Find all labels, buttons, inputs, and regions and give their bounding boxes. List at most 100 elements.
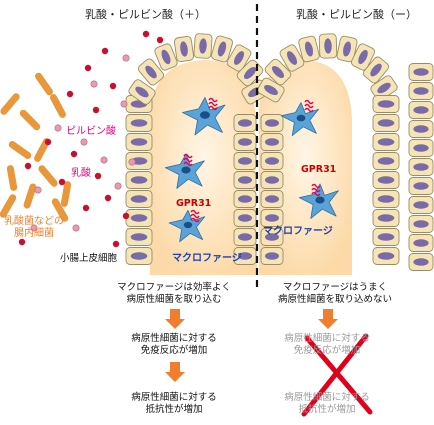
epithelial-cell-right-inner <box>260 152 284 170</box>
lactate-molecule <box>24 162 32 170</box>
lactate-molecule <box>122 212 130 220</box>
epithelial-cell-nucleus <box>413 258 429 266</box>
epithelial-cell-right-outer <box>372 209 400 227</box>
gpr31-wave <box>190 217 200 223</box>
epithelial-cell-nucleus <box>413 125 429 133</box>
epithelial-cell-nucleus <box>130 252 148 260</box>
epithelial-cell-nucleus <box>130 138 148 146</box>
epithelial-cell-right-arch <box>370 75 398 101</box>
epithelial-cell-nucleus <box>130 195 148 203</box>
epithelial-cell-nucleus <box>413 220 429 228</box>
epithelial-cell-right-arch <box>279 44 305 72</box>
left-step2-line2: 免疫反応が増加 <box>140 345 208 356</box>
left-step1: マクロファージは効率よく 病原性細菌を取り込む <box>109 282 239 306</box>
epithelial-cell-right-arch <box>336 35 358 63</box>
right-step2-line2: 免疫反応が増加 <box>293 345 361 356</box>
pyruvate-molecule <box>114 182 122 190</box>
epithelial-cell-left-outer <box>125 228 153 246</box>
epithelial-cell-nucleus <box>130 119 148 127</box>
bacterium-rod <box>23 183 37 209</box>
gpr31-marker-left-1 <box>208 97 218 111</box>
cross-stroke-1 <box>304 335 373 415</box>
epithelial-cell-right-outer <box>372 190 400 208</box>
right-step3: 病原性細菌に対する 抵抗性が増加 <box>262 392 392 416</box>
bacteria-label-line2: 腸内細菌 <box>14 228 54 239</box>
left-step2-line1: 病原性細菌に対する <box>131 333 217 344</box>
bacterium-rod <box>6 165 18 191</box>
epithelial-cell-nucleus <box>413 68 429 76</box>
epithelial-cell-left-inner <box>233 133 257 151</box>
epithelial-cell-left-outer <box>125 114 153 132</box>
epithelial-cell-right-outer <box>372 171 400 189</box>
lactate-molecule <box>156 36 164 44</box>
title-right: 乳酸・ピルビン酸（ー） <box>296 8 417 21</box>
gpr31-wave <box>208 97 218 103</box>
epithelial-cell-nucleus <box>413 239 429 247</box>
right-step2-line1: 病原性細菌に対する <box>284 333 370 344</box>
epithelial-cell-nucleus <box>264 119 280 127</box>
bacterium-rod <box>51 198 69 222</box>
epithelial-cell-nucleus <box>264 157 280 165</box>
epithelial-cell-right-outer <box>372 114 400 132</box>
lactate-molecule <box>18 238 26 246</box>
right-step3-line2: 抵抗性が増加 <box>298 404 356 415</box>
epithelial-cell-nucleus <box>304 41 314 57</box>
pyruvate-molecule <box>90 80 98 88</box>
epithelial-cell-left-inner <box>233 190 257 208</box>
lactate-molecule <box>109 82 117 90</box>
lactate-molecule <box>82 204 90 212</box>
epithelial-cell-nucleus <box>217 41 227 57</box>
gpr31-marker-left-3 <box>190 209 200 223</box>
epithelial-cell-nucleus <box>135 86 149 98</box>
epithelial-cell-right-outer <box>372 228 400 246</box>
epithelial-cell-left-inner <box>233 171 257 189</box>
gpr31-wave <box>183 153 193 159</box>
pyruvate-molecule <box>100 156 108 164</box>
epithelial-cell-nucleus <box>237 214 253 222</box>
lactate-molecule <box>101 47 109 55</box>
epithelial-cell-nucleus <box>237 157 253 165</box>
epithelial-cell-left-outer <box>125 133 153 151</box>
epithelial-cell-far-right <box>408 177 434 195</box>
epithelial-cell-nucleus <box>161 49 171 65</box>
left-arrow-2 <box>165 362 185 384</box>
epithelial-cell-nucleus <box>237 233 253 241</box>
epithelial-cell-far-right <box>408 139 434 157</box>
left-step3: 病原性細菌に対する 抵抗性が増加 <box>109 392 239 416</box>
bacterium-rod <box>35 72 53 96</box>
macrophage-right-2 <box>298 183 339 219</box>
epithelial-cell-nucleus <box>264 176 280 184</box>
epithelial-cell-right-outer <box>372 152 400 170</box>
cross-stroke-2 <box>301 333 369 417</box>
epithelial-cell-nucleus <box>358 49 368 65</box>
epithelial-cell-nucleus <box>413 106 429 114</box>
macrophage-left-3 <box>168 209 206 243</box>
epithelial-cell-right-outer <box>372 247 400 265</box>
pyruvate-molecule <box>34 186 42 194</box>
epithelial-cell-far-right <box>408 253 434 271</box>
bacterium-rod <box>50 94 66 118</box>
epithelial-cell-left-outer <box>125 209 153 227</box>
epithelial-cell-right-inner <box>260 209 284 227</box>
bacterium-rod <box>60 181 72 207</box>
gpr31-label-right: GPR31 <box>301 164 337 175</box>
right-step1-line2: 病原性細菌を取り込めない <box>277 294 392 305</box>
epithelial-cell-right-inner <box>260 114 284 132</box>
macrophage-left-1 <box>182 97 226 136</box>
bacterium-rod <box>19 109 41 131</box>
epithelial-cell-nucleus <box>199 38 207 54</box>
epithelial-cell-left-outer <box>125 190 153 208</box>
epithelial-cell-nucleus <box>286 51 298 65</box>
macrophage-nucleus <box>200 111 210 119</box>
macrophage-nucleus <box>296 114 306 122</box>
epithelial-cell-right-inner <box>260 247 284 265</box>
epithelial-cell-nucleus <box>377 119 395 127</box>
epithelial-cell-nucleus <box>377 233 395 241</box>
bacterium-rod <box>0 93 20 115</box>
epithelial-cell-right-arch <box>350 43 376 71</box>
epithelial-cell-nucleus <box>343 41 351 57</box>
epithelial-cell-nucleus <box>413 163 429 171</box>
pyruvate-label: ピルビン酸 <box>66 126 116 137</box>
macrophage-right-1 <box>280 102 319 136</box>
